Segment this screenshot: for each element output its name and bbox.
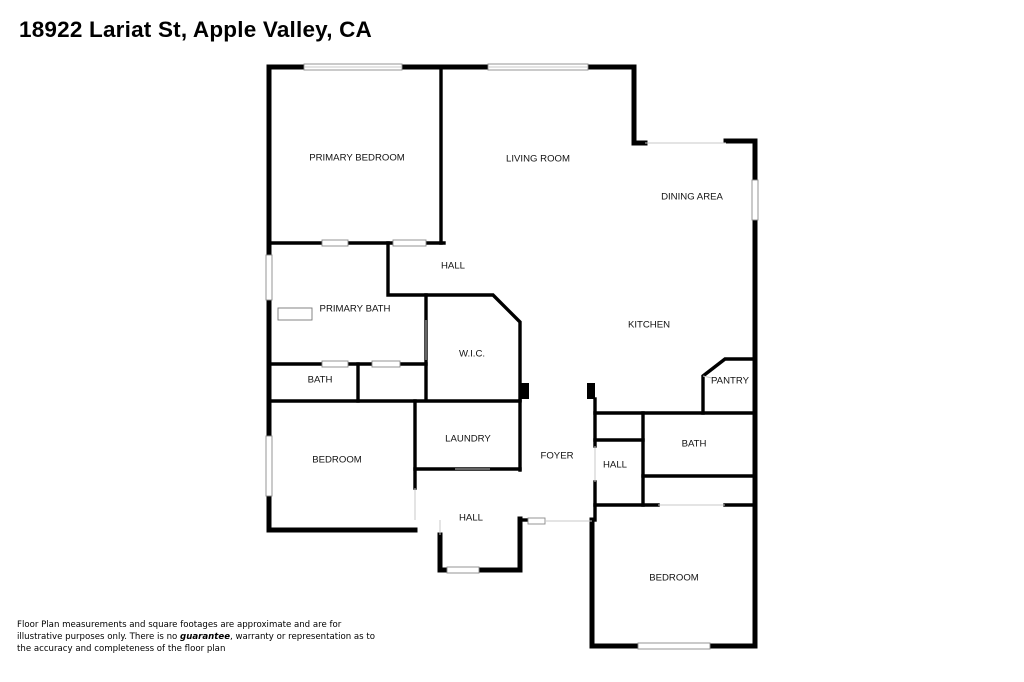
room-label-foyer: FOYER (540, 451, 573, 462)
windows (265, 63, 759, 650)
room-label-hall-right: HALL (603, 460, 628, 471)
disclaimer-text: Floor Plan measurements and square foota… (17, 619, 377, 655)
interior-walls (267, 65, 757, 522)
room-label-hall-upper: HALL (441, 261, 466, 272)
room-label-living-room: LIVING ROOM (506, 154, 570, 165)
property-address-title: 18922 Lariat St, Apple Valley, CA (19, 17, 372, 42)
room-label-wic: W.I.C. (459, 349, 485, 360)
disclaimer-part-2: , warranty or representation as to the a… (17, 632, 376, 654)
room-label-bedroom-right: BEDROOM (649, 573, 699, 584)
disclaimer-part-1: Floor Plan measurements and square foota… (17, 620, 342, 642)
room-label-dining-area: DINING AREA (661, 192, 723, 203)
bathtub-icon (277, 307, 313, 321)
room-label-primary-bedroom: PRIMARY BEDROOM (309, 153, 405, 164)
room-label-bath-left: BATH (308, 375, 333, 386)
room-label-primary-bath: PRIMARY BATH (320, 304, 391, 315)
disclaimer-emphasis: guarantee (180, 632, 231, 642)
room-label-bath-right: BATH (682, 439, 707, 450)
room-label-bedroom-left: BEDROOM (312, 455, 362, 466)
room-label-hall-lower: HALL (459, 513, 484, 524)
room-label-kitchen: KITCHEN (628, 320, 670, 331)
room-label-laundry: LAUNDRY (445, 434, 491, 445)
room-label-pantry: PANTRY (711, 376, 750, 387)
room-labels: PRIMARY BEDROOM LIVING ROOM DINING AREA … (308, 153, 750, 584)
